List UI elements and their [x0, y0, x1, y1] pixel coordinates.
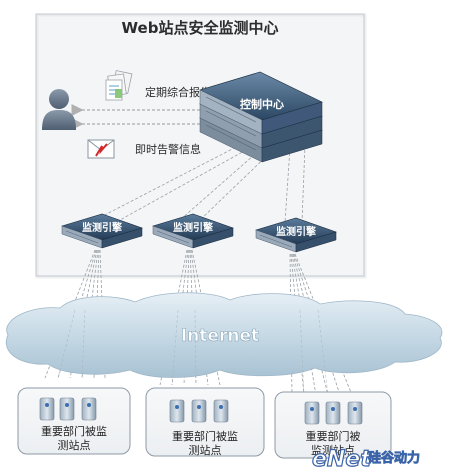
watermark-brand: eNet — [312, 447, 372, 469]
control-center-label: 控制中心 — [240, 97, 284, 111]
engine-label: 监测引擎 — [173, 221, 213, 234]
engine-label: 监测引擎 — [82, 221, 122, 234]
site-label-line2: 测站点 — [189, 443, 222, 457]
server-icon — [304, 401, 363, 425]
monitoring-engine-2: 监测引擎 — [152, 213, 234, 249]
site-group-2: 重要部门被监 测站点 — [145, 387, 265, 457]
monitoring-engine-1: 监测引擎 — [61, 213, 143, 249]
site-label-line2: 测站点 — [58, 438, 91, 452]
site-group-3: 重要部门被 监测站点 — [274, 391, 392, 459]
site-label-line2: 监测站点 — [311, 443, 355, 457]
site-label-line1: 重要部门被监 — [172, 429, 238, 443]
site-group-1: 重要部门被监 测站点 — [17, 387, 131, 455]
report-label-alert: 即时告警信息 — [135, 142, 201, 156]
control-center-device: 控制中心 — [199, 71, 323, 163]
mail-alert-icon — [87, 139, 115, 159]
server-icon — [169, 399, 229, 423]
internet-cloud: Internet — [5, 292, 443, 378]
enet-watermark: eNet 硅谷动力 — [311, 446, 420, 469]
site-label-line1: 重要部门被监 — [41, 424, 107, 438]
report-label-periodic: 定期综合报告 — [145, 85, 211, 99]
monitoring-engine-3: 监测引擎 — [255, 217, 337, 253]
diagram-title: Web站点安全监测中心 — [122, 19, 279, 37]
site-label-line1: 重要部门被 — [306, 429, 361, 443]
engine-label: 监测引擎 — [276, 225, 316, 238]
user-icon — [42, 89, 76, 130]
server-icon — [39, 397, 97, 421]
documents-icon — [105, 70, 133, 101]
watermark-sub: 硅谷动力 — [368, 450, 420, 466]
engine-to-site-links-overlay — [57, 309, 329, 396]
internet-label: Internet — [181, 326, 259, 346]
